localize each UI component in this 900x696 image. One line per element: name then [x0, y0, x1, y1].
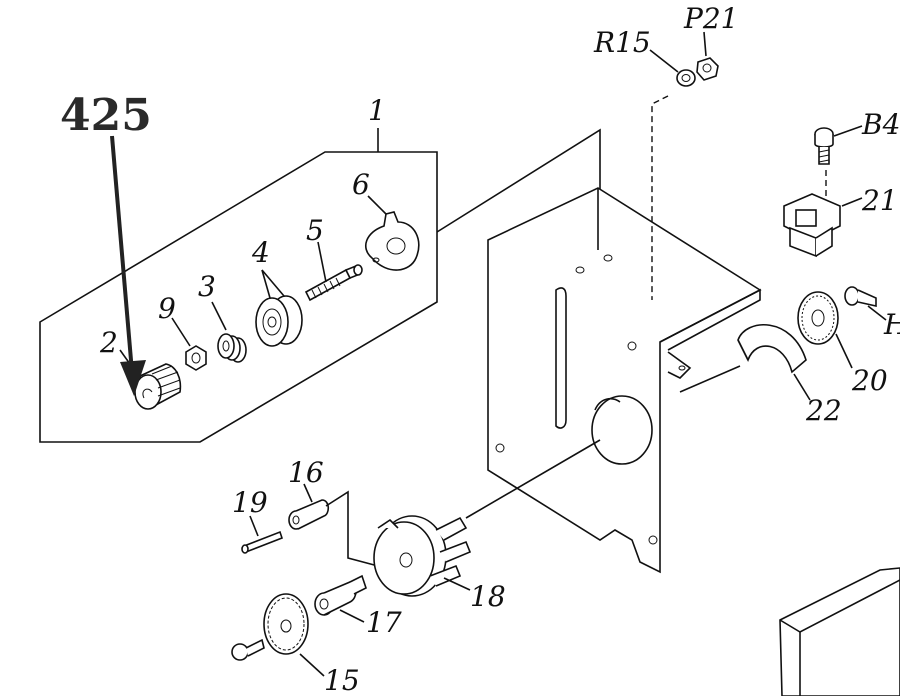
leader-19 — [249, 515, 259, 537]
label-9: 9 — [158, 292, 176, 325]
nut-p21 — [696, 57, 719, 81]
label-15: 15 — [324, 664, 360, 696]
callout-425-label: 425 — [60, 90, 152, 141]
part-21-sensor — [783, 193, 841, 258]
leader-15 — [299, 653, 325, 677]
part-2-knob-highlighted[interactable] — [134, 363, 182, 410]
leader-22 — [793, 373, 811, 401]
leader-4a — [261, 269, 271, 299]
leader-20 — [835, 333, 853, 369]
label-18: 18 — [470, 580, 506, 613]
screw-lower — [231, 638, 265, 661]
label-p21: P21 — [683, 2, 738, 35]
part-9-nut — [185, 345, 207, 371]
link-22 — [679, 365, 741, 393]
leader-4b — [261, 269, 285, 297]
label-r15: R15 — [593, 26, 651, 59]
label-2: 2 — [99, 326, 118, 359]
leader-6 — [367, 195, 387, 215]
screw-h — [844, 286, 877, 307]
part-4-pulley — [255, 295, 303, 347]
part-18-motor — [373, 515, 472, 597]
label-b4: B4 — [861, 108, 900, 141]
leader-16 — [303, 483, 313, 503]
callout-arrow — [110, 135, 146, 396]
label-6: 6 — [352, 168, 370, 201]
label-17: 17 — [366, 606, 402, 639]
leader-21 — [841, 197, 863, 207]
label-22: 22 — [805, 394, 842, 427]
part-22-half-ring — [737, 324, 807, 374]
screw-b4 — [814, 127, 834, 165]
leader-b4 — [833, 125, 863, 137]
label-16: 16 — [288, 456, 324, 489]
part-15-gear — [263, 593, 309, 655]
part-16-bushing — [288, 499, 330, 530]
chassis-bracket — [487, 187, 762, 574]
part-6-cam — [364, 211, 420, 271]
leader-h — [867, 305, 887, 321]
label-1: 1 — [368, 94, 386, 127]
part-3-spring — [217, 333, 247, 363]
dashed-leader-r15 — [651, 95, 669, 300]
part-5-shaft — [304, 264, 363, 302]
link-18 — [465, 439, 601, 519]
leader-p21 — [703, 31, 707, 57]
leader-3 — [211, 301, 227, 331]
label-5: 5 — [306, 214, 324, 247]
label-20: 20 — [851, 364, 888, 397]
part-20-encoder-disc — [797, 291, 839, 345]
assembly-1-outline — [39, 151, 438, 443]
label-21: 21 — [861, 184, 898, 217]
controller-box — [779, 567, 900, 696]
bracket-16-18 — [325, 490, 379, 567]
label-h: H — [883, 308, 900, 341]
leader-9 — [171, 317, 191, 347]
leader-r15 — [649, 49, 679, 73]
part-17-bolt — [314, 574, 367, 616]
label-3: 3 — [198, 270, 216, 303]
leader-18 — [443, 577, 471, 591]
washer-r15 — [676, 69, 696, 87]
leader-17 — [339, 609, 365, 623]
label-19: 19 — [232, 486, 268, 519]
leader-5 — [317, 241, 327, 283]
part-19-pin — [241, 530, 283, 554]
label-4: 4 — [251, 236, 270, 269]
